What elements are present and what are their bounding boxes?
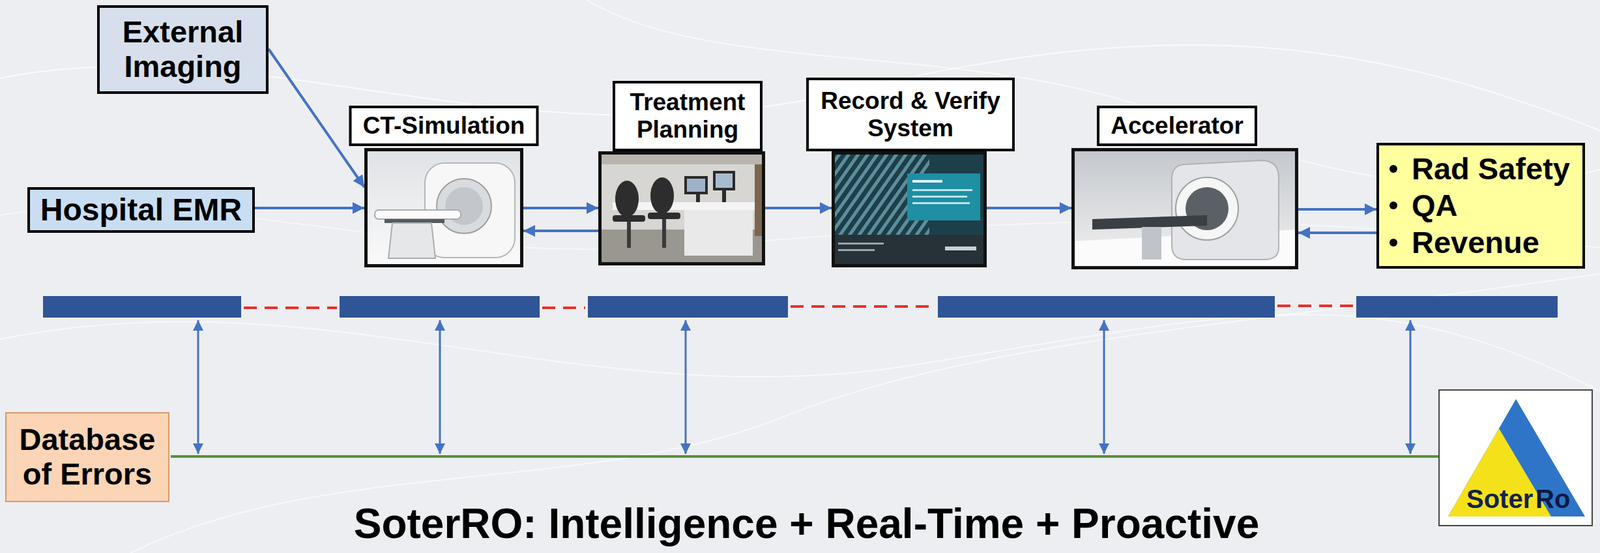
process-image-box: Accelerator xyxy=(1071,147,1299,270)
rv-panel-line xyxy=(912,189,973,191)
list-row: Revenue xyxy=(1411,224,1540,261)
rv-panel-line xyxy=(912,195,968,198)
node-label: Database of Errors xyxy=(11,422,163,491)
linac-photo-ground xyxy=(1071,147,1299,270)
sync-arrow xyxy=(439,320,442,454)
chair-back xyxy=(650,177,674,214)
process-image-box: Record & Verify System xyxy=(831,151,987,268)
bullet-dot xyxy=(1389,164,1398,173)
flow-arrow xyxy=(1298,207,1377,211)
rv-footer-line xyxy=(838,242,884,245)
caption: SoterRO: Intelligence + Real-Time + Proa… xyxy=(13,499,1600,549)
ct-photo-ground xyxy=(364,147,524,268)
rv-footer-line xyxy=(838,248,875,251)
ct-pedestal xyxy=(388,222,436,259)
gap-dash xyxy=(542,306,586,309)
bullet-dot xyxy=(1389,201,1398,210)
logo-text: Soter xyxy=(1466,485,1533,512)
chair-seat xyxy=(647,212,681,219)
gap-dash xyxy=(243,306,337,309)
flow-arrow xyxy=(523,229,599,233)
sync-arrow xyxy=(684,320,687,454)
monitor xyxy=(684,175,708,195)
rv-panel xyxy=(907,173,981,221)
ct-couch xyxy=(374,209,461,219)
bus-bar xyxy=(43,295,242,318)
node-heading: Record & Verify System xyxy=(814,87,1007,143)
chair-seat xyxy=(612,215,646,222)
gap-dash xyxy=(790,305,936,308)
output-list-box: Rad SafetyQARevenue xyxy=(1376,142,1586,269)
list-item: QA xyxy=(1411,187,1458,224)
node-heading-box: Record & Verify System xyxy=(806,77,1015,152)
node-label: External Imaging xyxy=(106,14,260,84)
rv-panel-line xyxy=(912,202,970,204)
flow-arrow xyxy=(1298,231,1377,234)
chair-back xyxy=(615,180,639,218)
error-db-line xyxy=(170,454,1440,458)
gap-dash xyxy=(1277,304,1354,307)
sync-arrow xyxy=(197,320,200,454)
rv-footer-mark xyxy=(945,246,977,251)
sync-arrow xyxy=(1103,320,1106,454)
bus-bar xyxy=(937,295,1275,318)
node-heading-box: CT-Simulation xyxy=(349,105,539,146)
logo-triangle xyxy=(1448,398,1586,517)
flow-arrow xyxy=(254,206,365,210)
bus-bar xyxy=(339,295,540,318)
flow-arrow xyxy=(765,206,832,210)
rv-panel-line xyxy=(912,179,943,183)
node-heading: Accelerator xyxy=(1110,112,1244,140)
list-row: Rad Safety xyxy=(1411,150,1571,188)
linac-bore xyxy=(1175,177,1239,240)
node-heading-box: Treatment Planning xyxy=(612,80,763,152)
node-heading: Treatment Planning xyxy=(620,88,755,144)
process-image-box: CT-Simulation xyxy=(364,147,524,268)
sync-arrow xyxy=(1409,320,1412,454)
monitor-screen xyxy=(715,173,733,188)
logo-text: Ro xyxy=(1535,485,1571,512)
monitor-stand xyxy=(722,190,727,203)
database-box: Database of Errors xyxy=(5,411,170,502)
list-row: QA xyxy=(1411,187,1458,224)
swirl xyxy=(0,314,1600,392)
rv-screen-ground xyxy=(831,151,987,268)
flow-arrow xyxy=(523,206,599,210)
node-heading-box: Accelerator xyxy=(1096,105,1258,146)
rv-footer xyxy=(831,234,987,268)
list-item: Revenue xyxy=(1411,224,1540,261)
source-box: External Imaging xyxy=(97,5,269,94)
logo-frame xyxy=(1439,389,1593,526)
chair-post xyxy=(626,221,631,248)
bus-bar xyxy=(1356,295,1558,318)
linac-pedestal xyxy=(1141,226,1162,260)
monitor xyxy=(712,170,736,191)
bullet-dot xyxy=(1389,238,1398,247)
node-heading: CT-Simulation xyxy=(363,112,526,140)
desk-side xyxy=(684,209,753,256)
linac-gantry xyxy=(1171,160,1279,260)
list-item: Rad Safety xyxy=(1411,150,1571,188)
ct-bore xyxy=(436,178,492,234)
bus-bar xyxy=(587,295,788,318)
chair-post xyxy=(662,218,667,248)
room-wall xyxy=(598,151,766,266)
process-image-box: Treatment Planning xyxy=(598,151,766,266)
node-label: Hospital EMR xyxy=(40,192,242,228)
monitor-stand xyxy=(696,194,700,203)
flow-arrow xyxy=(986,206,1072,210)
source-box: Hospital EMR xyxy=(27,187,255,233)
monitor-screen xyxy=(686,178,706,192)
